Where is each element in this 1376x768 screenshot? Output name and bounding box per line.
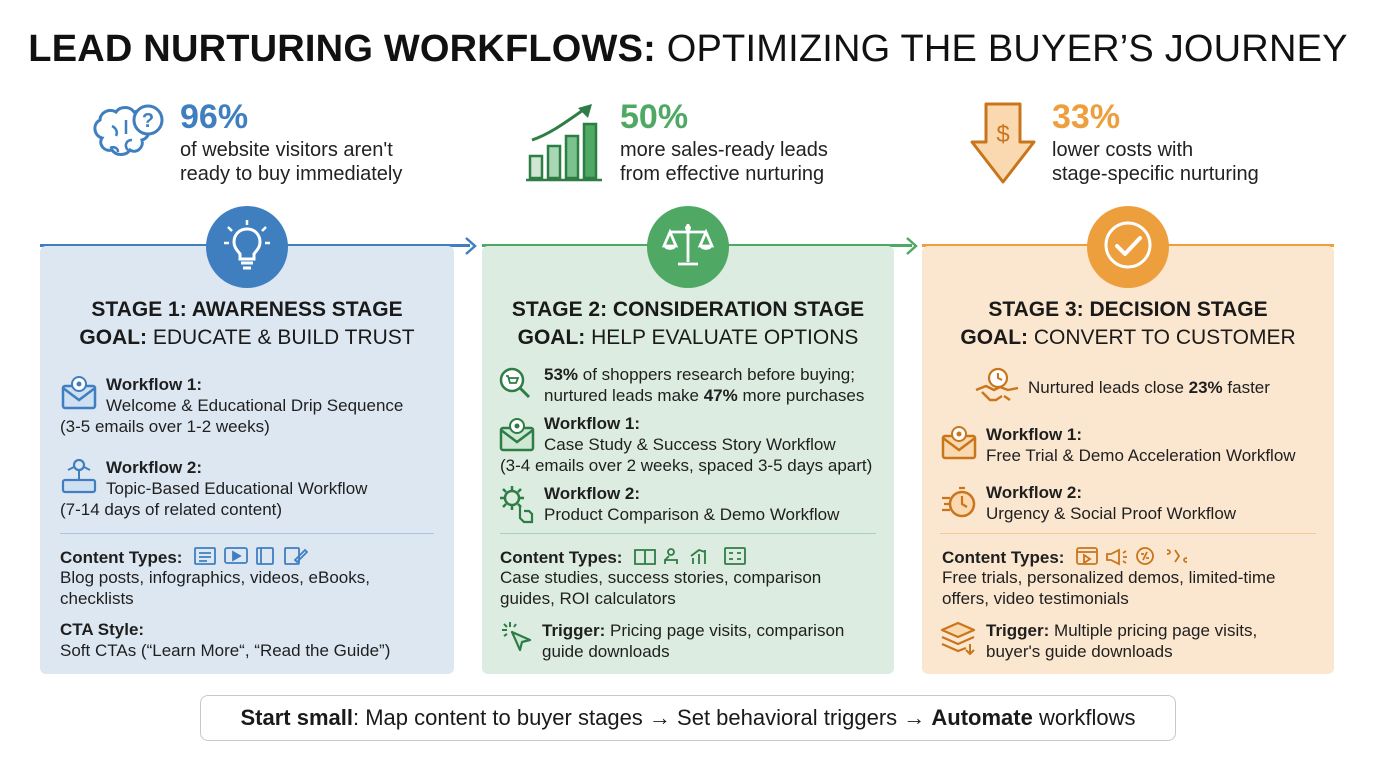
- trigger-text: Trigger: Pricing page visits, comparison: [542, 621, 845, 640]
- workflow-label: Workflow 1:: [106, 375, 203, 394]
- workflow-label: Workflow 1:: [544, 414, 641, 433]
- divider: [500, 533, 876, 534]
- dollar-down-arrow-icon: $: [968, 100, 1038, 191]
- content-types-line: guides, ROI calculators: [500, 589, 676, 608]
- insight-text: Nurtured leads close 23% faster: [1028, 378, 1270, 397]
- stage-badge: [647, 206, 729, 288]
- stat-value: 33%: [1052, 98, 1121, 136]
- trigger-text: guide downloads: [542, 642, 670, 661]
- content-type-icons: [633, 546, 751, 571]
- stacked-layers-icon: [940, 620, 976, 661]
- chevron-right-icon: [465, 237, 477, 255]
- insight-text: 53% of shoppers research before buying;: [544, 365, 855, 384]
- stage-title: STAGE 3: DECISION STAGE: [988, 298, 1268, 321]
- workflow-name: Product Comparison & Demo Workflow: [544, 505, 840, 524]
- content-types-label: Content Types:: [60, 546, 311, 571]
- svg-text:$: $: [996, 121, 1009, 148]
- stage-card-awareness: [40, 246, 454, 674]
- page-title: LEAD NURTURING WORKFLOWS: OPTIMIZING THE…: [28, 28, 1348, 70]
- workflow-name: Topic-Based Educational Workflow: [106, 479, 368, 498]
- workflow-label: Workflow 2:: [544, 484, 641, 503]
- workflow-detail: (7-14 days of related content): [60, 500, 283, 519]
- email-icon: [940, 424, 978, 465]
- stat-value: 50%: [620, 98, 689, 136]
- trigger-text: buyer's guide downloads: [986, 642, 1173, 661]
- content-types-line: offers, video testimonials: [942, 589, 1129, 608]
- svg-text:?: ?: [142, 110, 154, 132]
- workflow-detail: (3-4 emails over 2 weeks, spaced 3-5 day…: [500, 456, 873, 475]
- content-types-line: checklists: [60, 589, 134, 608]
- stage-title: STAGE 2: CONSIDERATION STAGE: [511, 298, 865, 321]
- content-types-line: Case studies, success stories, compariso…: [500, 568, 822, 587]
- stage-badge: [1087, 206, 1169, 288]
- stage-card-consideration: [482, 246, 894, 674]
- brain-question-icon: ?: [82, 100, 168, 191]
- cta-style-value: Soft CTAs (“Learn More“, “Read the Guide…: [60, 641, 391, 660]
- divider: [940, 533, 1316, 534]
- stage-badge: [206, 206, 288, 288]
- stage-card-decision: [922, 246, 1334, 674]
- stage-goal: GOAL: EDUCATE & BUILD TRUST: [79, 326, 415, 349]
- content-types-label: Content Types:: [942, 546, 1193, 571]
- workflow-label: Workflow 1:: [986, 425, 1083, 444]
- workflow-label: Workflow 2:: [986, 483, 1083, 502]
- workflow-label: Workflow 2:: [106, 458, 203, 477]
- content-type-icons: [193, 546, 311, 571]
- gear-hand-icon: [498, 484, 536, 529]
- stage-goal: GOAL: CONVERT TO CUSTOMER: [960, 326, 1296, 349]
- stage-title: STAGE 1: AWARENESS STAGE: [91, 298, 403, 321]
- chevron-right-icon: [906, 237, 918, 255]
- content-types-line: Free trials, personalized demos, limited…: [942, 568, 1276, 587]
- stat-value: 96%: [180, 98, 249, 136]
- workflow-detail: (3-5 emails over 1-2 weeks): [60, 417, 270, 436]
- email-icon: [498, 416, 536, 457]
- topic-network-icon: [60, 456, 98, 499]
- divider: [60, 533, 434, 534]
- cta-style-label: CTA Style:: [60, 620, 145, 639]
- workflow-name: Case Study & Success Story Workflow: [544, 435, 836, 454]
- email-icon: [60, 374, 98, 415]
- stopwatch-icon: [940, 482, 978, 525]
- checkmark-circle-icon: [1102, 219, 1154, 276]
- insight-text: nurtured leads make 47% more purchases: [544, 386, 865, 405]
- cursor-click-icon: [500, 620, 534, 659]
- content-types-label: Content Types:: [500, 546, 751, 571]
- lightbulb-icon: [223, 219, 271, 276]
- workflow-name: Free Trial & Demo Acceleration Workflow: [986, 446, 1296, 465]
- balance-scale-icon: [661, 220, 715, 275]
- growth-bar-chart-icon: [526, 100, 606, 189]
- handshake-clock-icon: [974, 366, 1022, 411]
- content-type-icons: [1075, 546, 1193, 571]
- workflow-name: Welcome & Educational Drip Sequence: [106, 396, 404, 415]
- stage-goal: GOAL: HELP EVALUATE OPTIONS: [517, 326, 859, 349]
- workflow-name: Urgency & Social Proof Workflow: [986, 504, 1237, 523]
- footer-summary: Start small: Map content to buyer stages…: [200, 695, 1176, 741]
- search-cart-icon: [498, 366, 532, 405]
- content-types-line: Blog posts, infographics, videos, eBooks…: [60, 568, 370, 587]
- trigger-text: Trigger: Multiple pricing page visits,: [986, 621, 1258, 640]
